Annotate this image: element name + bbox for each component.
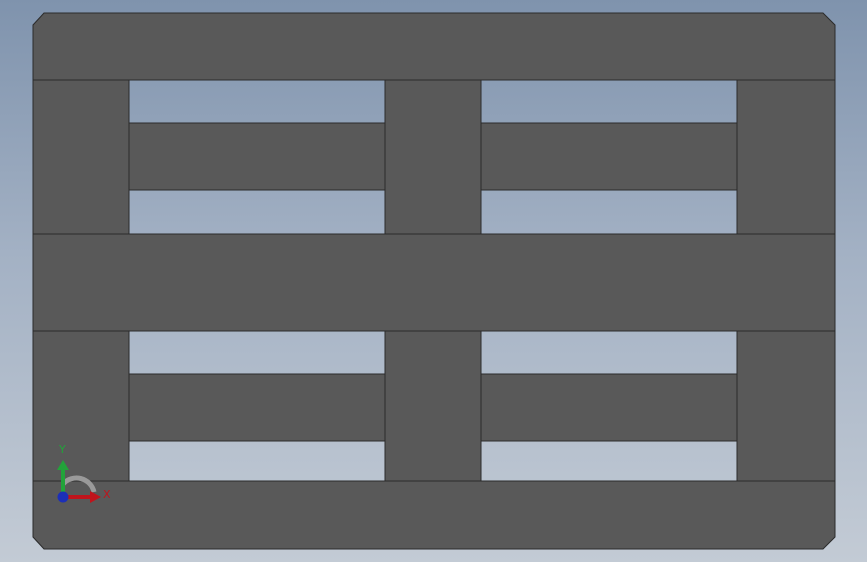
lower-left-stringer[interactable] (128, 373, 386, 442)
y-axis-arrowhead (57, 460, 69, 470)
bottom-deck-board[interactable] (32, 480, 836, 550)
lower-right-block[interactable] (736, 330, 836, 482)
z-axis-origin (57, 491, 69, 503)
upper-middle-block[interactable] (384, 79, 482, 235)
upper-left-block[interactable] (32, 79, 130, 235)
upper-left-stringer[interactable] (128, 122, 386, 191)
upper-right-block[interactable] (736, 79, 836, 235)
coordinate-triad-icon: Y X (57, 443, 111, 503)
lower-left-block[interactable] (32, 330, 130, 482)
lower-right-stringer[interactable] (480, 373, 738, 442)
triad-arc (61, 475, 97, 493)
top-deck-board[interactable] (32, 12, 836, 81)
x-axis-label: X (103, 488, 111, 501)
y-axis-label: Y (58, 443, 66, 456)
x-axis-arrowhead (90, 491, 101, 503)
middle-board[interactable] (32, 233, 836, 332)
lower-middle-block[interactable] (384, 330, 482, 482)
upper-right-stringer[interactable] (480, 122, 738, 191)
